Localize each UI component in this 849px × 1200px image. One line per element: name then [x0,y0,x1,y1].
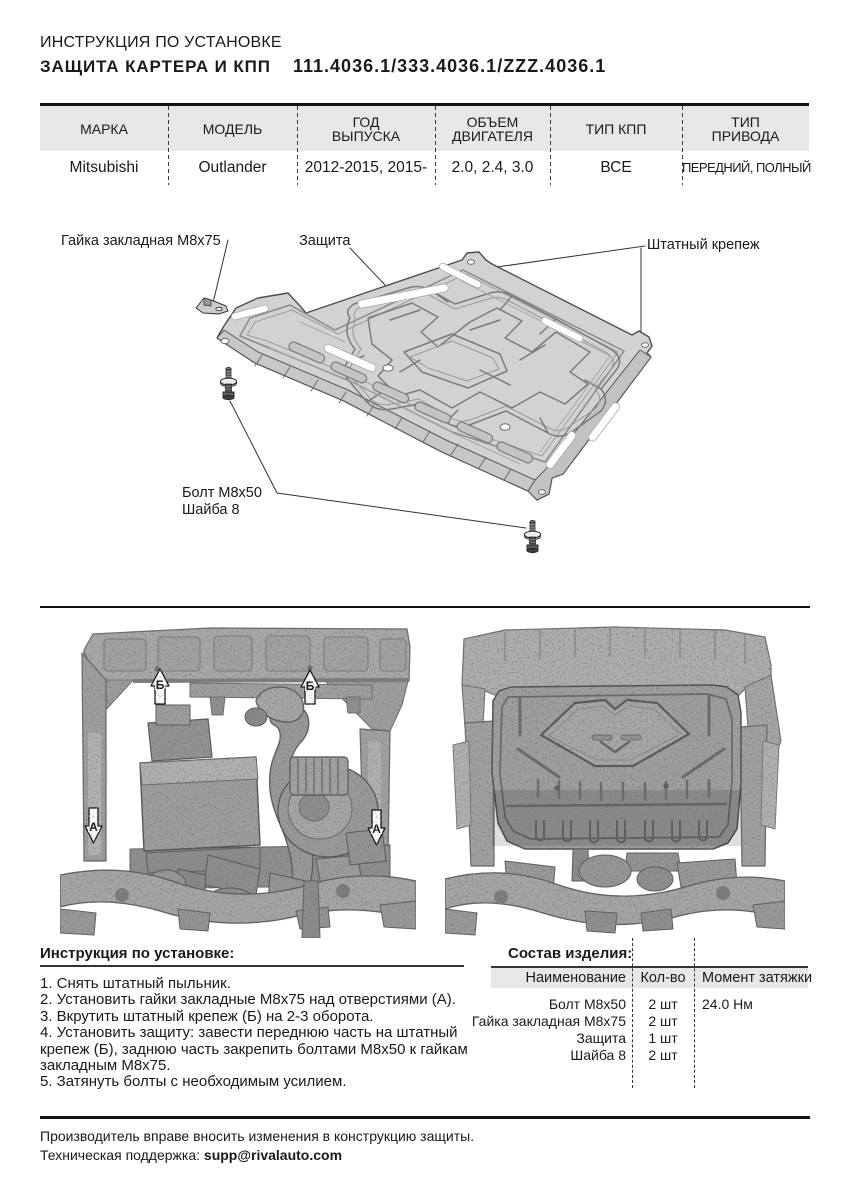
svg-text:А: А [372,822,381,836]
svg-text:Б: Б [306,679,315,693]
svg-text:А: А [89,820,98,834]
svg-text:Б: Б [156,678,165,692]
